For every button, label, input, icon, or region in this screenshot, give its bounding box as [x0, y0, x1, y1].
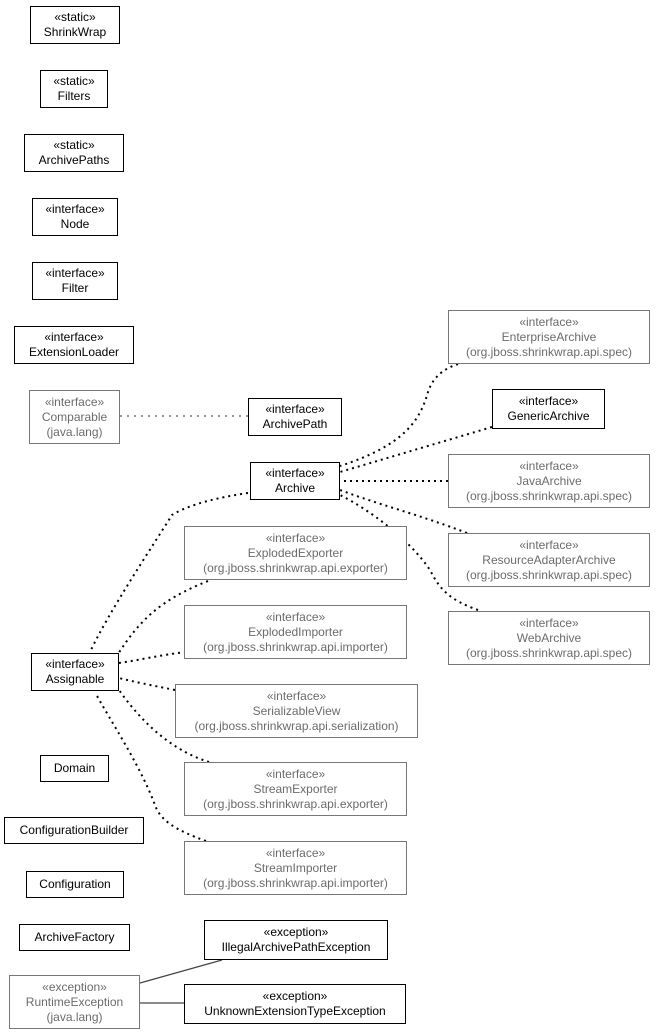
class-name: Configuration [39, 877, 111, 891]
class-name: IllegalArchivePathException [221, 940, 371, 954]
class-resourceadapterarchive[interactable]: «interface» ResourceAdapterArchive (org.… [448, 533, 650, 587]
class-explodedimporter[interactable]: «interface» ExplodedImporter (org.jboss.… [184, 605, 407, 659]
class-name: ExtensionLoader [28, 345, 120, 359]
package-label: (org.jboss.shrinkwrap.api.importer) [203, 639, 388, 654]
class-name: ArchiveFactory [34, 930, 115, 944]
class-unknownextensiontypeexception[interactable]: «exception» UnknownExtensionTypeExceptio… [184, 984, 406, 1024]
class-webarchive[interactable]: «interface» WebArchive (org.jboss.shrink… [448, 611, 650, 665]
class-name: ExplodedExporter [247, 545, 344, 560]
stereotype-label: «interface» [518, 394, 579, 408]
stereotype-label: «exception» [263, 925, 329, 939]
class-name: ExplodedImporter [248, 624, 343, 639]
class-domain[interactable]: Domain [40, 755, 109, 782]
stereotype-label: «exception» [262, 989, 328, 1003]
class-explodedexporter[interactable]: «interface» ExplodedExporter (org.jboss.… [184, 526, 407, 580]
stereotype-label: «static» [54, 10, 96, 24]
package-label: (org.jboss.shrinkwrap.api.spec) [465, 488, 633, 503]
class-name: GenericArchive [507, 409, 590, 423]
package-label: (org.jboss.shrinkwrap.api.spec) [465, 645, 633, 660]
package-label: (org.jboss.shrinkwrap.api.spec) [465, 567, 633, 582]
class-illegalarchivepathexception[interactable]: «exception» IllegalArchivePathException [204, 920, 388, 960]
class-name: ArchivePath [262, 417, 328, 431]
class-streamimporter[interactable]: «interface» StreamImporter (org.jboss.sh… [184, 841, 407, 895]
stereotype-label: «interface» [45, 266, 105, 280]
class-name: ShrinkWrap [43, 25, 107, 39]
class-runtimeexception[interactable]: «exception» RuntimeException (java.lang) [9, 975, 140, 1029]
class-javaarchive[interactable]: «interface» JavaArchive (org.jboss.shrin… [448, 454, 650, 508]
class-name: ResourceAdapterArchive [482, 552, 616, 567]
package-label: (org.jboss.shrinkwrap.api.exporter) [203, 796, 388, 811]
class-node[interactable]: «interface» Node [32, 198, 118, 236]
stereotype-label: «interface» [265, 466, 325, 480]
class-name: JavaArchive [516, 473, 582, 488]
class-filter[interactable]: «interface» Filter [32, 262, 118, 300]
package-label: (java.lang) [46, 1009, 103, 1024]
class-comparable[interactable]: «interface» Comparable (java.lang) [29, 390, 120, 444]
stereotype-label: «interface» [265, 766, 326, 781]
class-name: Node [60, 217, 90, 231]
stereotype-label: «interface» [519, 537, 579, 552]
class-name: Assignable [45, 672, 105, 686]
stereotype-label: «interface» [45, 657, 105, 671]
edge-serializableview-assignable [118, 677, 176, 691]
edge-webarchive-archive [339, 494, 479, 611]
class-filters[interactable]: «static» Filters [40, 70, 108, 108]
stereotype-label: «interface» [265, 609, 326, 624]
package-label: (org.jboss.shrinkwrap.api.exporter) [203, 560, 388, 575]
stereotype-label: «interface» [519, 458, 579, 473]
class-name: SerializableView [252, 703, 341, 718]
class-name: UnknownExtensionTypeException [204, 1004, 386, 1018]
class-name: StreamExporter [253, 781, 338, 796]
class-archivefactory[interactable]: ArchiveFactory [19, 924, 130, 951]
class-configuration[interactable]: Configuration [26, 871, 124, 898]
edge-genericarchive-archive [339, 426, 493, 473]
class-name: ConfigurationBuilder [19, 823, 129, 837]
edge-illegalarchivepathexception-runtimeexception [139, 959, 223, 984]
stereotype-label: «interface» [45, 202, 105, 216]
class-assignable[interactable]: «interface» Assignable [31, 653, 119, 691]
class-name: EnterpriseArchive [501, 329, 597, 344]
class-name: StreamImporter [253, 860, 338, 875]
edge-archive-assignable [89, 492, 249, 653]
class-name: Comparable [41, 409, 108, 424]
stereotype-label: «interface» [44, 394, 105, 409]
edge-enterprisearchive-archive [339, 363, 459, 467]
stereotype-label: «static» [53, 138, 95, 152]
class-streamexporter[interactable]: «interface» StreamExporter (org.jboss.sh… [184, 762, 407, 816]
class-extensionloader[interactable]: «interface» ExtensionLoader [14, 326, 134, 364]
package-label: (org.jboss.shrinkwrap.api.importer) [203, 875, 388, 890]
class-archivepath[interactable]: «interface» ArchivePath [248, 398, 342, 436]
stereotype-label: «static» [53, 74, 95, 88]
class-name: Filters [57, 89, 91, 103]
class-shrinkwrap[interactable]: «static» ShrinkWrap [30, 6, 120, 44]
class-archivepaths[interactable]: «static» ArchivePaths [24, 134, 124, 172]
stereotype-label: «exception» [42, 979, 107, 994]
package-label: (java.lang) [46, 424, 103, 439]
edge-streamimporter-assignable [95, 693, 207, 842]
class-name: WebArchive [516, 630, 582, 645]
package-label: (org.jboss.shrinkwrap.api.serialization) [194, 718, 399, 733]
stereotype-label: «interface» [265, 845, 326, 860]
stereotype-label: «interface» [265, 402, 325, 416]
class-name: RuntimeException [25, 994, 124, 1009]
edge-streamexporter-assignable [118, 689, 210, 763]
stereotype-label: «interface» [519, 615, 579, 630]
stereotype-label: «interface» [44, 330, 104, 344]
class-archive[interactable]: «interface» Archive [250, 462, 340, 500]
class-name: Filter [61, 281, 89, 295]
class-name: Domain [53, 761, 96, 775]
package-label: (org.jboss.shrinkwrap.api.spec) [465, 344, 633, 359]
stereotype-label: «interface» [265, 530, 326, 545]
class-name: Archive [274, 481, 315, 495]
class-name: ArchivePaths [38, 153, 110, 167]
edge-explodedimporter-assignable [118, 651, 187, 664]
class-configurationbuilder[interactable]: ConfigurationBuilder [4, 817, 144, 844]
stereotype-label: «interface» [519, 314, 579, 329]
class-enterprisearchive[interactable]: «interface» EnterpriseArchive (org.jboss… [448, 310, 650, 364]
stereotype-label: «interface» [266, 688, 327, 703]
class-serializableview[interactable]: «interface» SerializableView (org.jboss.… [175, 684, 418, 738]
class-genericarchive[interactable]: «interface» GenericArchive [492, 389, 605, 429]
